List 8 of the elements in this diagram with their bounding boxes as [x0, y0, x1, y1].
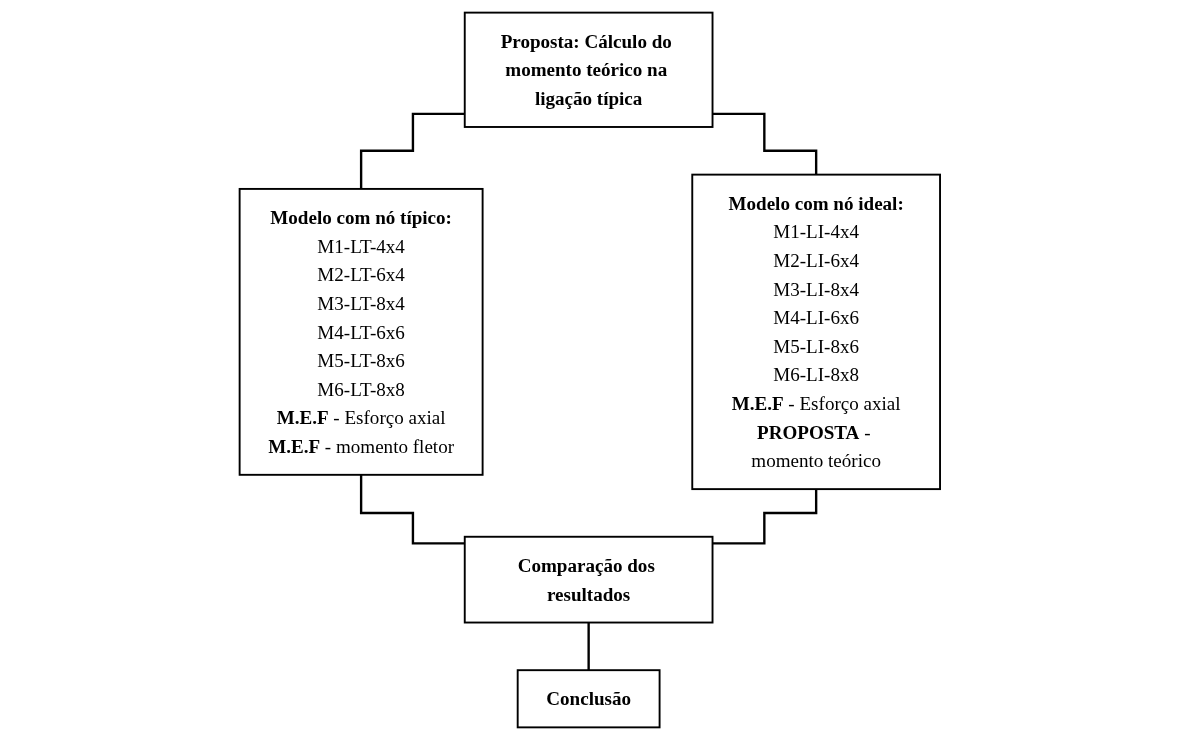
node-box: Modelo com nó ideal: M1-LI-4x4 M2-LI-6x4 M3-LI-8x4 M4-LI-6x6 M5-LI-8x6 M6-LI-8x8 M.E.F - Esforço axial PROPOSTA - momento teórico — [690, 173, 941, 491]
node-box: Comparação dos resultados — [463, 535, 714, 624]
node-box: Modelo com nó típico: M1-LT-4x4 M2-LT-6x4 M3-LT-8x4 M4-LT-6x6 M5-LT-8x6 M6-LT-8x8 M.E.F - Esforço axial M.E.F - momento fletor — [238, 187, 484, 476]
connector — [587, 621, 590, 672]
node-box: Proposta: Cálculo do momento teórico na ligação típica — [463, 11, 714, 128]
node-box: Conclusão — [516, 669, 661, 729]
connector — [712, 112, 817, 176]
connector — [359, 473, 465, 545]
